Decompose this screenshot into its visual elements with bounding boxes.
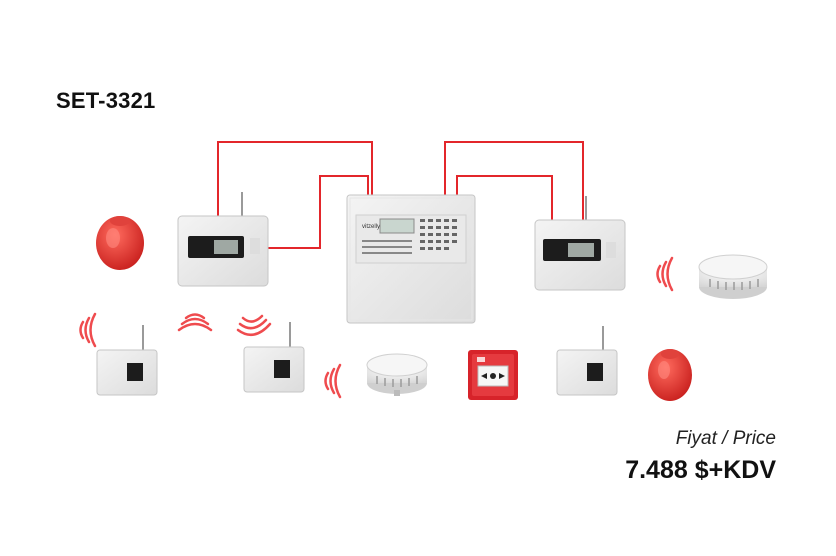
price-label: Fiyat / Price: [675, 428, 776, 449]
panel-lcd-screen: [379, 218, 415, 234]
signal-icon: [236, 314, 272, 337]
wire-right-inner: [456, 175, 553, 222]
wire-left-inner: [265, 175, 369, 249]
wireless-signals: [79, 256, 674, 399]
product-code: SET-3321: [56, 88, 156, 113]
wire-right-outer: [444, 141, 584, 220]
wireless-module-1: [96, 325, 158, 396]
wire-left-outer: [217, 141, 373, 218]
signal-icon: [324, 363, 342, 399]
smoke-detector-right: [698, 254, 768, 299]
siren-right: [648, 349, 692, 401]
wireless-expander-left: [177, 192, 269, 287]
panel-keypad: [420, 219, 457, 250]
signal-icon: [177, 313, 213, 332]
signal-icon: [656, 256, 674, 292]
wireless-module-3: [556, 326, 618, 396]
main-control-panel: vitzelly: [346, 194, 476, 324]
signal-icon: [79, 312, 97, 348]
smoke-detector-center: [366, 353, 428, 396]
panel-brand-text: vitzelly: [362, 224, 380, 230]
wireless-expander-right: [534, 196, 626, 291]
manual-call-point: [468, 350, 518, 400]
siren-left: [96, 216, 144, 270]
wireless-module-2: [243, 322, 305, 393]
panel-led-row: [362, 240, 412, 254]
wiring: [217, 141, 584, 249]
price-value: 7.488 $+KDV: [625, 456, 776, 484]
